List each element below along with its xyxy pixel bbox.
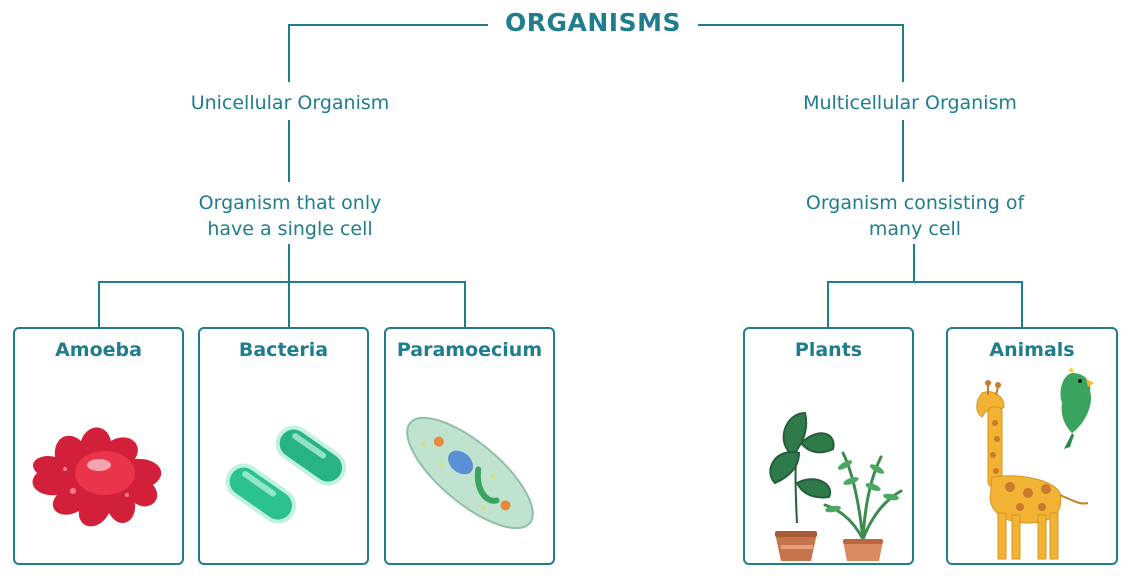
card-bacteria: Bacteria (198, 327, 369, 565)
multicellular-description-line-2: many cell (868, 218, 962, 240)
multicellular-label: Multicellular Organism (803, 92, 1017, 114)
connector-title-left (288, 24, 495, 82)
paramoecium-icon (406, 416, 534, 530)
card-label-plants: Plants (794, 339, 863, 361)
unicellular-label: Unicellular Organism (190, 92, 390, 114)
connector-title-right (695, 24, 904, 82)
amoeba-icon (32, 427, 162, 527)
unicellular-description-line-1: Organism that only (198, 192, 382, 214)
unicellular-description: Organism that only have a single cell (140, 190, 440, 242)
connector-multicellular-examples (827, 244, 1023, 327)
card-label-paramoecium: Paramoecium (396, 339, 543, 361)
parrot-icon (1060, 367, 1094, 449)
card-animals: Animals (946, 327, 1118, 565)
diagram-title: ORGANISMS (488, 8, 698, 37)
bacteria-icon (225, 425, 347, 524)
card-label-bacteria: Bacteria (238, 339, 329, 361)
card-plants: Plants (743, 327, 914, 565)
multicellular-description-line-1: Organism consisting of (805, 192, 1025, 214)
giraffe-icon (976, 380, 1089, 560)
card-label-animals: Animals (989, 339, 1075, 361)
unicellular-description-line-2: have a single cell (207, 218, 373, 240)
plants-icon (769, 411, 903, 561)
connector-unicellular-examples (98, 244, 466, 327)
card-paramoecium: Paramoecium (384, 327, 555, 565)
card-label-amoeba: Amoeba (55, 339, 142, 361)
card-amoeba: Amoeba (13, 327, 184, 565)
multicellular-description: Organism consisting of many cell (760, 190, 1070, 242)
